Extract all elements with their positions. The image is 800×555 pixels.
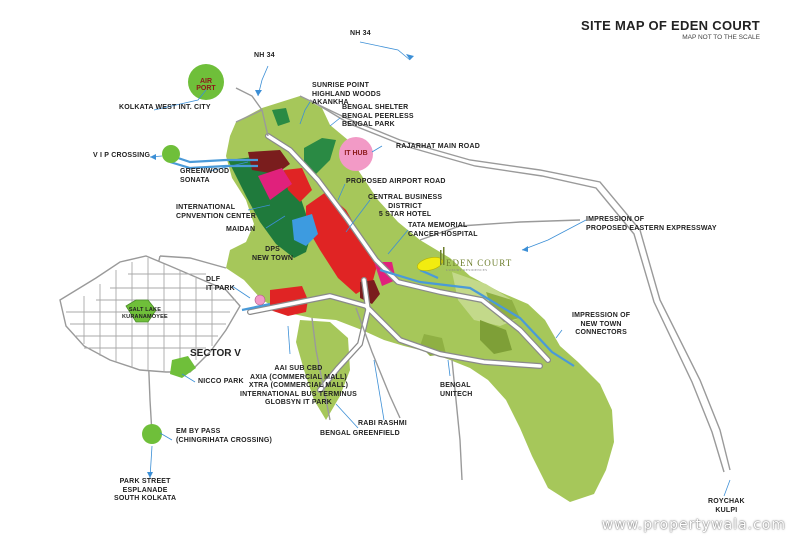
- label-tata: TATA MEMORIAL CANCER HOSPITAL: [408, 222, 478, 238]
- label-nh34-left: NH 34: [254, 52, 275, 59]
- vip-crossing-circle: [162, 145, 180, 163]
- map-title: SITE MAP OF EDEN COURT: [581, 18, 760, 33]
- label-sector-v: SECTOR V: [190, 348, 241, 359]
- cbd-zone: [306, 192, 378, 294]
- watermark: www.propertywala.com: [601, 517, 786, 533]
- label-it-hub: IT HUB: [344, 150, 368, 157]
- label-airport-road: PROPOSED AIRPORT ROAD: [346, 178, 446, 185]
- label-vip-crossing: V I P CROSSING: [93, 152, 151, 159]
- new-town-land-lower: [296, 320, 350, 420]
- cbd-zone-east: [284, 168, 312, 202]
- label-rajarhat: RAJARHAT MAIN ROAD: [396, 143, 480, 150]
- airport-circle: [188, 64, 224, 100]
- callout-arrowheads: [147, 54, 528, 478]
- label-sunrise: SUNRISE POINT HIGHLAND WOODS AKANKHA: [312, 82, 381, 107]
- label-em-bypass: EM BY PASS (CHINGRIHATA CROSSING): [176, 428, 273, 444]
- eden-court-logo-icon: [440, 247, 445, 265]
- maroon-zone: [248, 150, 290, 174]
- label-park-street: PARK STREET ESPLANADE SOUTH KOLKATA: [114, 478, 177, 503]
- eden-court-logo-subtext: LUXURY RESIDENCES: [446, 268, 488, 272]
- label-maidan: MAIDAN: [226, 226, 256, 233]
- label-bengal-unitech: BENGAL UNITECH: [440, 382, 473, 398]
- em-bypass-circle: [142, 424, 162, 444]
- label-kolkata-west: KOLKATA WEST INT. CITY: [119, 104, 211, 111]
- label-salt-lake: SALT LAKE KURANAMOYEE: [122, 307, 168, 320]
- land-dark-area-3: [480, 320, 512, 354]
- it-hub-circle: [339, 137, 373, 171]
- eden-court-logo: EDEN COURT LUXURY RESIDENCES: [446, 258, 512, 272]
- forest-area-north: [304, 138, 336, 174]
- label-convention: INTERNATIONAL CPNVENTION CENTER: [176, 204, 257, 220]
- label-dlf: DLF IT PARK: [206, 276, 235, 292]
- water-body: [292, 214, 318, 246]
- nicco-park: [170, 356, 196, 378]
- expressway-connectors: [169, 154, 575, 367]
- eden-court-marker: [417, 256, 443, 272]
- label-new-town-connectors: IMPRESSION OF NEW TOWN CONNECTORS: [572, 312, 631, 337]
- salt-lake-hex: [125, 299, 157, 323]
- label-cbd: CENTRAL BUSINESS DISTRICT 5 STAR HOTEL: [368, 194, 443, 219]
- label-bengal-shelter: BENGAL SHELTER BENGAL PEERLESS BENGAL PA…: [342, 104, 414, 129]
- label-nicco: NICCO PARK: [198, 378, 244, 385]
- label-greenwood: GREENWOOD SONATA: [180, 168, 230, 184]
- label-aai: AAI SUB CBD AXIA (COMMERCIAL MALL) XTRA …: [240, 365, 357, 407]
- magenta-zone: [258, 168, 292, 200]
- label-nh34-top: NH 34: [350, 30, 371, 37]
- callout-lines: [149, 41, 731, 497]
- map-subtitle: MAP NOT TO THE SCALE: [682, 34, 760, 41]
- dlf-marker: [254, 294, 266, 306]
- label-roychak: ROYCHAK KULPI: [708, 498, 745, 514]
- label-dps: DPS NEW TOWN: [252, 246, 294, 262]
- magenta-zone-south: [374, 262, 396, 286]
- label-airport: AIR PORT: [196, 78, 216, 92]
- label-rabi-rashmi: RABI RASHMI: [358, 420, 407, 427]
- eden-court-logo-text: EDEN COURT: [446, 258, 513, 268]
- label-eastern-expressway: IMPRESSION OF PROPOSED EASTERN EXPRESSWA…: [586, 216, 717, 232]
- forest-patch: [272, 108, 290, 126]
- label-bengal-greenfield: BENGAL GREENFIELD: [320, 430, 400, 437]
